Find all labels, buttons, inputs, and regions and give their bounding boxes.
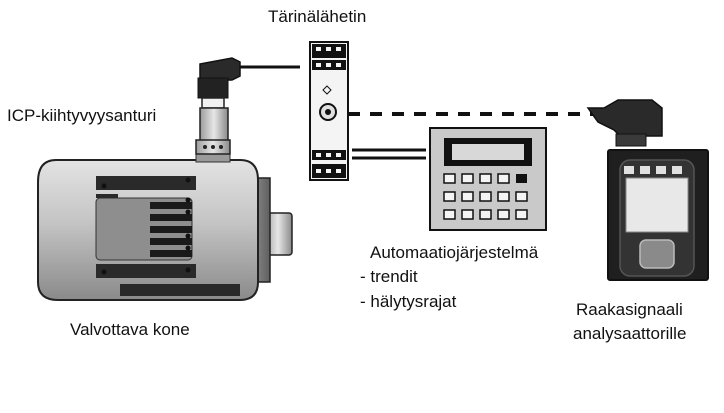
automation-item-trends: - trendit (360, 267, 418, 286)
machine-label: Valvottava kone (70, 320, 190, 339)
plc-keypad-icon (429, 127, 547, 231)
handheld-analyzer-icon (586, 99, 709, 281)
electric-motor-icon (37, 151, 293, 301)
din-rail-module-icon (309, 41, 349, 181)
automation-item-alarms: - hälytysrajat (360, 292, 457, 311)
analyzer-label-line2: analysaattorille (573, 324, 687, 343)
accelerometer-icon (195, 57, 300, 155)
sensor-label: ICP-kiihtyvyysanturi (7, 106, 157, 125)
analyzer-label-line1: Raakasignaali (576, 300, 683, 319)
transmitter-label: Tärinälähetin (268, 7, 367, 26)
automation-title-label: Automaatiojärjestelmä (370, 243, 539, 262)
signal-lines (348, 112, 598, 160)
